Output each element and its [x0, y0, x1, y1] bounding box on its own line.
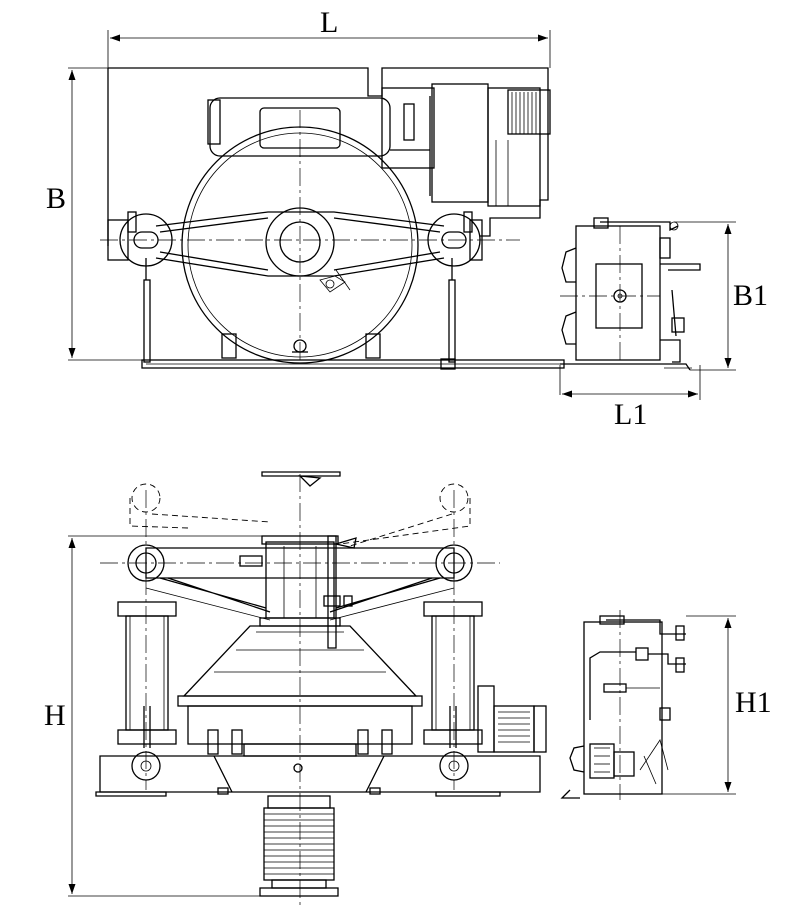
dimension-B1: B1 [724, 224, 768, 368]
top-motor [381, 83, 551, 207]
dimension-L: L [107, 6, 551, 68]
dim-label-H: H [44, 699, 66, 732]
top-view [68, 67, 565, 370]
top-control-box [559, 217, 736, 400]
dim-label-L1: L1 [614, 398, 647, 431]
top-bowl [107, 97, 483, 364]
dimension-H: H [44, 538, 76, 894]
dimension-H1: H1 [724, 618, 772, 792]
dim-label-H1: H1 [735, 686, 772, 719]
front-right-column [423, 601, 483, 781]
front-bellows [259, 795, 339, 897]
dim-label-B1: B1 [733, 279, 768, 312]
front-left-column [117, 601, 177, 781]
front-motor [477, 685, 547, 753]
front-view [68, 471, 547, 906]
dim-label-L: L [320, 6, 338, 39]
front-control-box [560, 610, 736, 800]
dim-label-B: B [46, 182, 66, 215]
dimension-L1: L1 [562, 390, 698, 431]
dimension-B: B [46, 70, 76, 358]
